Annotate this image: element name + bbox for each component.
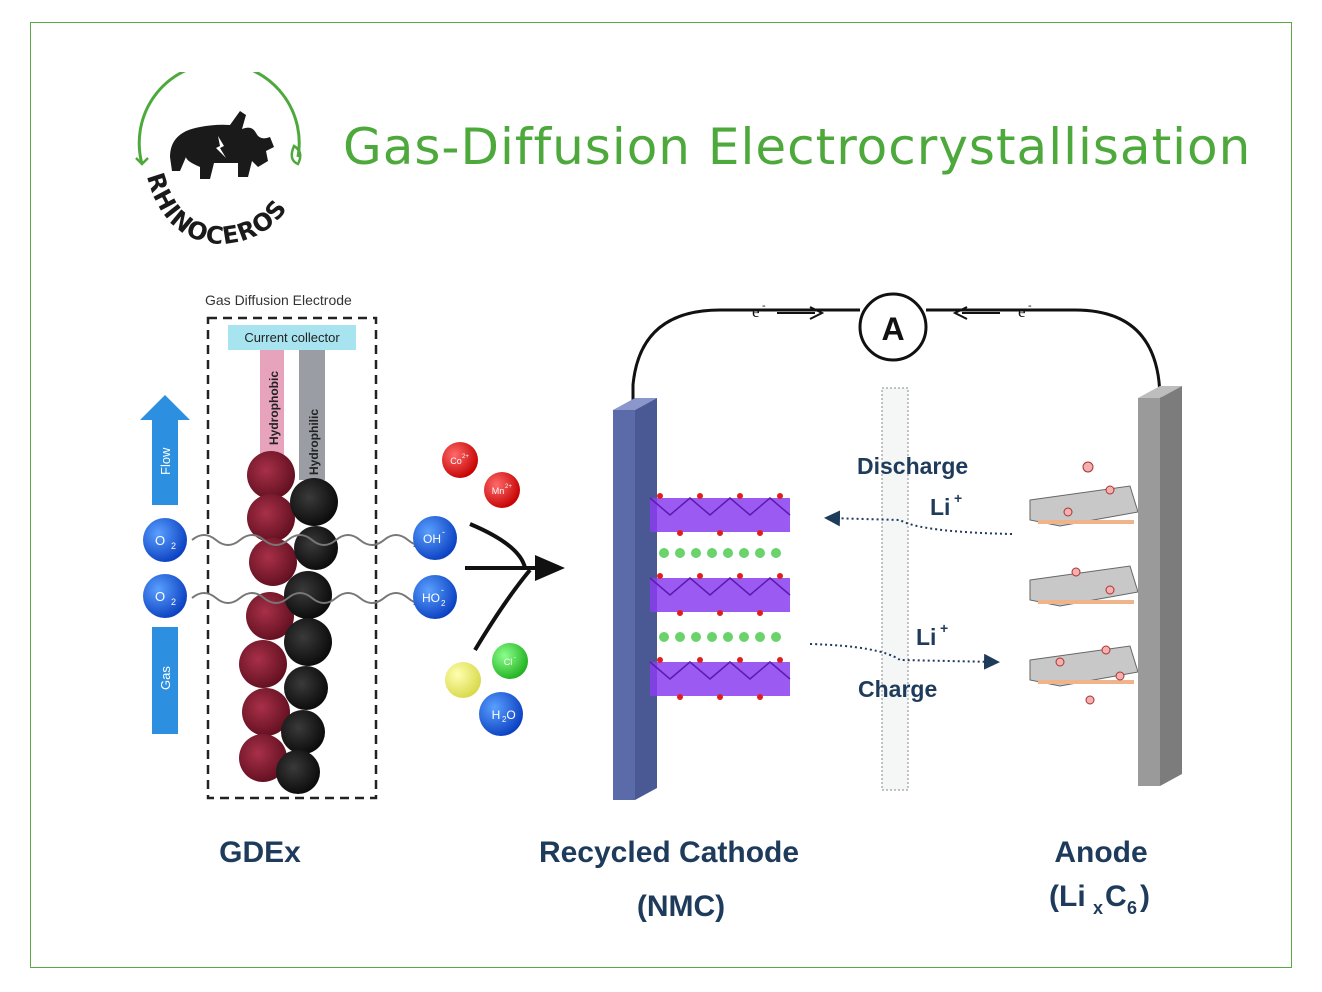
rhino-icon bbox=[170, 111, 274, 179]
svg-text:A: A bbox=[881, 311, 904, 347]
anode-formula: (Li x C 6 ) bbox=[1049, 880, 1150, 918]
lithium-row-2 bbox=[659, 632, 781, 642]
svg-text:O: O bbox=[155, 533, 165, 548]
hydrophilic-layer bbox=[299, 350, 325, 480]
page-title: Gas-Diffusion Electrocrystallisation bbox=[343, 118, 1252, 176]
svg-text:e: e bbox=[1018, 302, 1026, 321]
lithium-row-1 bbox=[659, 548, 781, 558]
o2-molecule-2: O 2 bbox=[143, 574, 187, 618]
rhinoceros-logo: RHINOCEROS bbox=[135, 72, 302, 250]
gdex-caption: GDEx bbox=[219, 836, 301, 869]
leaf-left-icon bbox=[135, 157, 149, 166]
o2-molecule-1: O 2 bbox=[143, 518, 187, 562]
anode-caption: Anode bbox=[1054, 836, 1147, 869]
li-ion-label-bottom: Li + bbox=[916, 620, 948, 650]
discharge-label: Discharge bbox=[857, 453, 968, 479]
electron-left: e - bbox=[752, 300, 825, 321]
electron-right: e - bbox=[952, 300, 1032, 321]
current-collector-bar bbox=[228, 325, 356, 350]
svg-text:2+: 2+ bbox=[505, 484, 512, 490]
diffusion-wave-2 bbox=[191, 592, 429, 613]
graphite-layer-2 bbox=[1029, 565, 1139, 607]
yellow-ion bbox=[445, 662, 481, 698]
svg-text:2: 2 bbox=[502, 715, 507, 724]
cl-ion: Cl - bbox=[492, 643, 528, 679]
h2o-molecule: H 2 O bbox=[479, 692, 523, 736]
diffusion-wave-1 bbox=[191, 534, 429, 555]
cathode-plate bbox=[613, 398, 657, 800]
oh-ion: OH - bbox=[413, 516, 457, 560]
nmc-layer-2 bbox=[649, 577, 791, 612]
svg-text:2: 2 bbox=[171, 597, 176, 607]
svg-text:2: 2 bbox=[441, 599, 446, 608]
hydrophobic-layer bbox=[260, 350, 284, 460]
svg-text:O: O bbox=[506, 708, 515, 722]
svg-text:O: O bbox=[155, 589, 165, 604]
svg-text:x: x bbox=[1093, 898, 1103, 918]
ammeter: A bbox=[858, 292, 928, 362]
oxygen-atoms bbox=[657, 493, 783, 700]
svg-text:+: + bbox=[954, 490, 962, 506]
nmc-layer-3 bbox=[649, 661, 791, 696]
discharge-arrow bbox=[824, 510, 1013, 535]
cathode-subcaption: (NMC) bbox=[637, 890, 725, 923]
svg-text:Mn: Mn bbox=[492, 486, 505, 496]
svg-text:HO: HO bbox=[422, 591, 440, 605]
svg-text:Li: Li bbox=[930, 494, 950, 520]
svg-text:C: C bbox=[1105, 880, 1127, 913]
current-collector-label: Current collector bbox=[244, 330, 340, 345]
svg-text:2: 2 bbox=[171, 541, 176, 551]
slide-frame bbox=[30, 22, 1292, 968]
separator bbox=[881, 387, 909, 791]
svg-text:-: - bbox=[441, 585, 444, 595]
reaction-arrow bbox=[465, 522, 565, 652]
nmc-layer-1 bbox=[649, 497, 791, 532]
gas-bar bbox=[152, 627, 178, 734]
svg-text:Li: Li bbox=[916, 624, 936, 650]
gas-label: Gas bbox=[158, 666, 173, 690]
svg-text:-: - bbox=[1028, 300, 1032, 312]
svg-text:6: 6 bbox=[1127, 898, 1137, 918]
svg-text:2+: 2+ bbox=[462, 454, 469, 460]
charge-arrow bbox=[809, 643, 1000, 670]
electrode-box bbox=[206, 316, 378, 800]
svg-text:e: e bbox=[752, 302, 760, 321]
leaf-right-icon bbox=[290, 144, 302, 166]
graphite-layer-1 bbox=[1029, 461, 1139, 527]
anode-plate bbox=[1138, 386, 1182, 786]
flow-label: Flow bbox=[158, 447, 173, 475]
mn-ion: Mn 2+ bbox=[484, 472, 520, 508]
electrode-title: Gas Diffusion Electrode bbox=[205, 292, 352, 308]
hydrophobic-label: Hydrophobic bbox=[267, 371, 281, 445]
cathode-caption: Recycled Cathode bbox=[539, 836, 799, 869]
flow-arrow bbox=[140, 395, 190, 505]
hydrophilic-particles bbox=[276, 478, 338, 794]
svg-text:OH: OH bbox=[423, 532, 441, 546]
hydrophilic-label: Hydrophilic bbox=[307, 409, 321, 475]
circuit-wire-left bbox=[631, 308, 860, 400]
circuit-wire-right bbox=[926, 308, 1162, 401]
svg-text:-: - bbox=[762, 300, 766, 312]
svg-text:): ) bbox=[1140, 880, 1150, 913]
ho2-ion: HO 2 - bbox=[413, 575, 457, 619]
li-ion-label-top: Li + bbox=[930, 490, 962, 520]
co-ion: Co 2+ bbox=[442, 442, 478, 478]
svg-text:-: - bbox=[442, 527, 445, 537]
graphite-layer-3 bbox=[1029, 645, 1139, 705]
svg-text:Co: Co bbox=[450, 456, 462, 466]
svg-text:H: H bbox=[492, 708, 501, 722]
hydrophobic-particles bbox=[239, 451, 297, 782]
svg-text:(Li: (Li bbox=[1049, 880, 1086, 913]
svg-text:Cl: Cl bbox=[504, 657, 513, 667]
svg-text:+: + bbox=[940, 620, 948, 636]
charge-label: Charge bbox=[858, 676, 937, 702]
svg-text:-: - bbox=[514, 655, 516, 661]
